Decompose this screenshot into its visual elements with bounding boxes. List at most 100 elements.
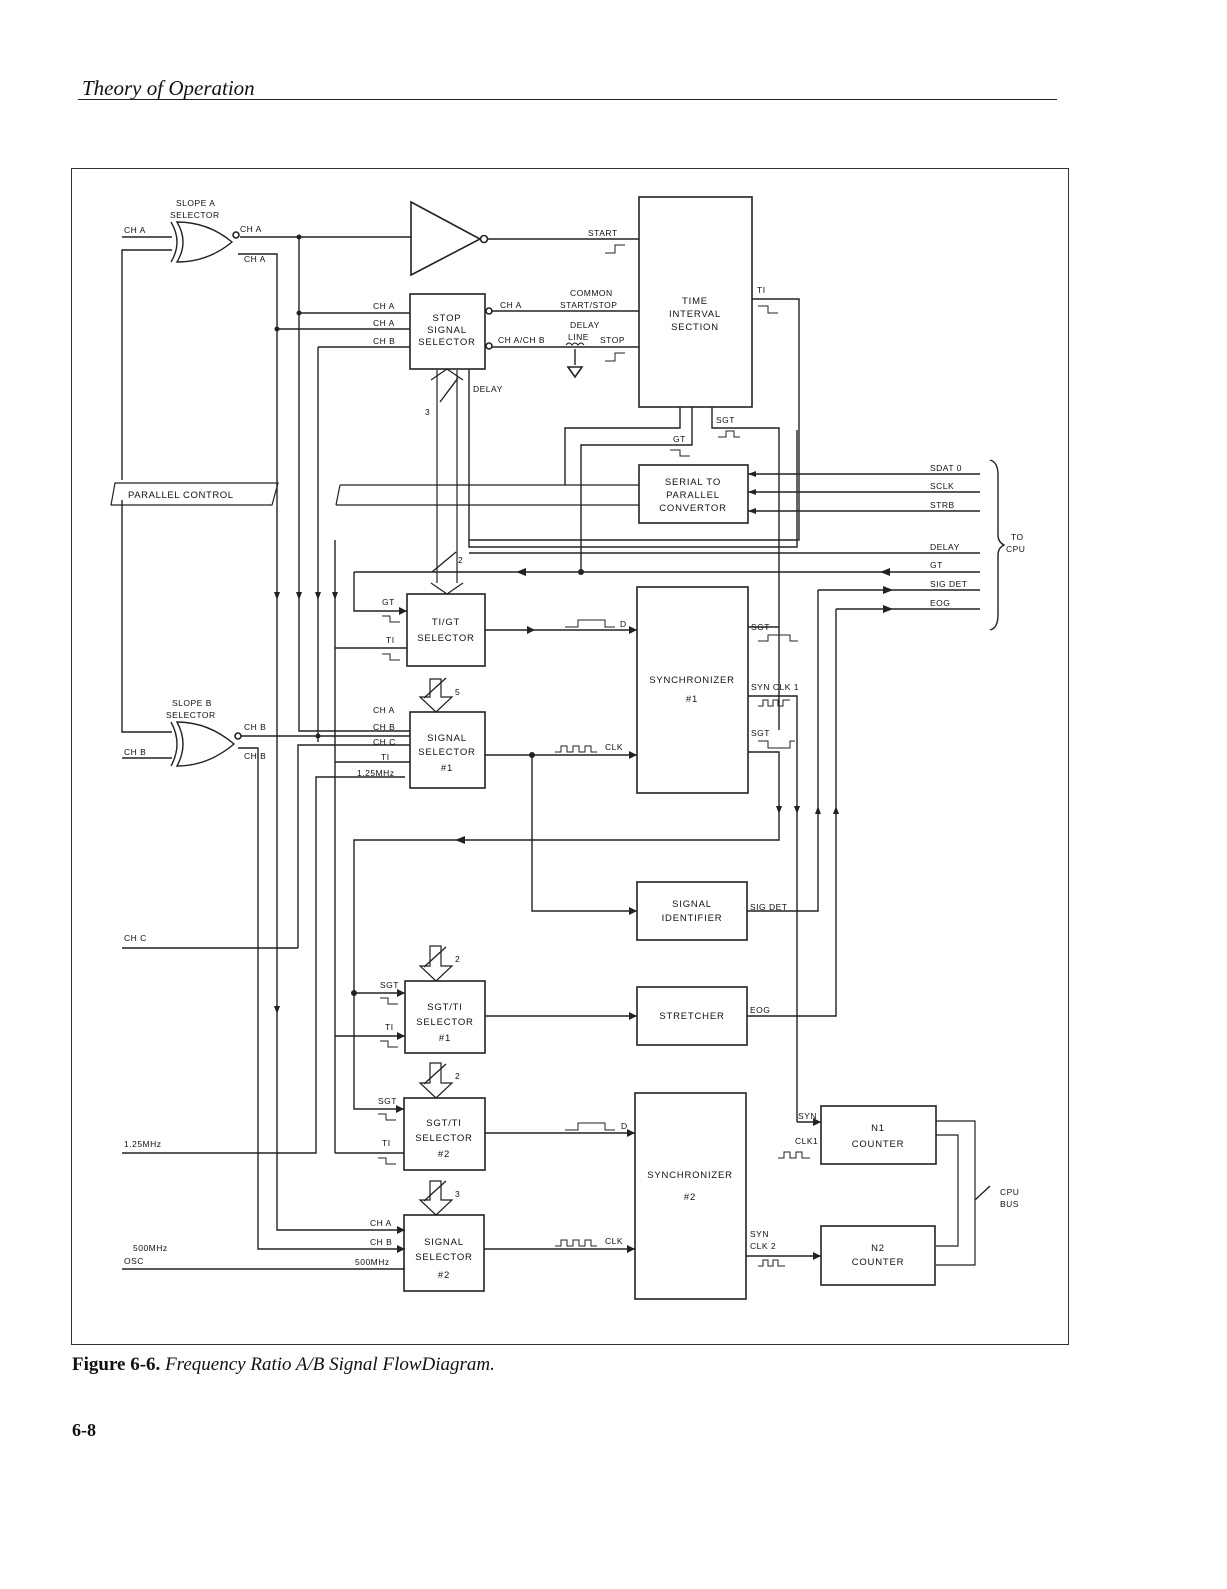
ti-gt-label-1: TI/GT (432, 617, 460, 628)
synclk-down-arrow (794, 806, 800, 814)
bus-width-3b: 3 (455, 1189, 460, 1199)
tigt-gt-label: GT (382, 597, 395, 607)
sigid-label-1: SIGNAL (672, 899, 712, 910)
n2-in-arrow (813, 1252, 821, 1260)
stretcher-label: STRETCHER (659, 1011, 724, 1022)
ti-gt-selector-block (406, 593, 486, 667)
cha-bar-vertical (298, 237, 410, 732)
running-header: Theory of Operation (82, 76, 255, 100)
chc-input-label: CH C (124, 933, 147, 943)
sigsel1-label-1: SIGNAL (427, 733, 467, 744)
sgt-down-arrow (776, 806, 782, 814)
cha-bar-out-label: CH A (240, 224, 262, 234)
sync2-d-label: D (621, 1121, 628, 1131)
down-arrow (274, 1006, 280, 1014)
cha-input-label: CH A (124, 225, 146, 235)
sgtti2-label-3: #2 (438, 1149, 450, 1160)
page-number: 6-8 (72, 1420, 96, 1440)
n1-label-2: COUNTER (852, 1139, 905, 1150)
to-cpu-label-2: CPU (1006, 544, 1025, 554)
sigid-in-arrow (629, 907, 637, 915)
bus-arrow-3 (418, 1180, 454, 1216)
clk-pulse-1 (555, 745, 597, 753)
sigsel2-label-2: SELECTOR (415, 1252, 472, 1263)
slope-b-label-2: SELECTOR (166, 710, 216, 720)
gt-to-tigt-wire (353, 572, 407, 612)
eog-right-arrow (883, 605, 893, 613)
syn-clk1-pulse (758, 699, 790, 707)
sgtti1-sgt-pulse (380, 997, 398, 1005)
n1-label-1: N1 (871, 1123, 885, 1134)
sync1-d-label: D (620, 619, 627, 629)
gt-from-ti-wire (564, 407, 681, 485)
sigsel1-in-125: 1.25MHz (357, 768, 395, 778)
sig-det-wire (747, 590, 819, 912)
serial-in-arrow (748, 508, 756, 514)
d2-pulse (565, 1122, 615, 1131)
tigt-ti-pulse (382, 653, 400, 661)
sync2-clk-arrow (627, 1245, 635, 1253)
sgt-from-ti-wire (711, 407, 780, 730)
delay-bus-top-arrow (430, 368, 464, 381)
eog-wire (747, 609, 837, 1017)
n1-syn-arrow (813, 1118, 821, 1126)
start-pulse (605, 244, 625, 254)
delay-bus-slash (439, 377, 459, 403)
serial-to-parallel-block (638, 464, 749, 524)
cha-output-vertical (238, 253, 405, 1231)
ti-out-pulse (758, 305, 778, 314)
sigsel2-500-label: 500MHz (355, 1257, 390, 1267)
delay-line-label-1: DELAY (570, 320, 600, 330)
sigsel2-cha-arrow (397, 1226, 405, 1234)
control-bus-left-cap (335, 484, 341, 506)
ti-gt-bus-slash (431, 551, 457, 573)
cha-slope-feedback (121, 249, 172, 480)
figure-caption: Figure 6-6. Frequency Ratio A/B Signal F… (72, 1354, 495, 1376)
n2-label-1: N2 (871, 1243, 885, 1254)
stopsel-in-chb: CH B (373, 336, 395, 346)
n2-label-2: COUNTER (852, 1257, 905, 1268)
cha-out-label: CH A (500, 300, 522, 310)
sigsel2-chb-label: CH B (370, 1237, 392, 1247)
n1-counter-block (820, 1105, 937, 1165)
chb-bar-out-label: CH B (244, 722, 266, 732)
synchronizer-1-block (636, 586, 749, 794)
slope-b-label-1: SLOPE B (172, 698, 212, 708)
cpu-bus-n1 (936, 1120, 976, 1266)
bus-width-2: 2 (458, 555, 463, 565)
down-arrow (274, 592, 280, 600)
signal-selector-1-block (409, 711, 486, 789)
tigt-mid-arrow (527, 626, 535, 634)
gt-label-top: GT (673, 434, 686, 444)
stretcher-in-arrow (629, 1012, 637, 1020)
junction-dot (578, 569, 584, 575)
stop-pulse (605, 352, 625, 362)
to-cpu-label-1: TO (1011, 532, 1024, 542)
start-buffer-bubble (479, 234, 489, 244)
sync1-sgt2-pulse (758, 740, 795, 749)
sgt-feedback-left-arrow (455, 836, 465, 844)
sigid-label-2: IDENTIFIER (662, 913, 723, 924)
sgt-pulse-top (718, 430, 740, 438)
sgtti1-ti-pulse (380, 1040, 398, 1048)
figure-frame (71, 168, 1069, 1345)
slope-a-label-1: SLOPE A (176, 198, 215, 208)
cpu-bus-slash (974, 1185, 991, 1201)
junction-dot (315, 733, 321, 739)
stop-label: STOP (600, 335, 625, 345)
cpu-bus-label-2: BUS (1000, 1199, 1019, 1209)
bus-width-2b: 2 (455, 954, 460, 964)
cpu-signal-sclk: SCLK (930, 481, 954, 491)
caption-number: Figure 6-6. (72, 1354, 161, 1375)
junction-dot (351, 990, 357, 996)
header-rule (78, 99, 1057, 100)
syn-clk2-pulse (758, 1259, 785, 1267)
stop-selector-label-1: STOP (433, 313, 462, 324)
down-arrow (315, 592, 321, 600)
sync1-synclk-label: SYN CLK 1 (751, 682, 799, 692)
junction-dot (274, 326, 280, 332)
sigdet-right-arrow (883, 586, 893, 594)
syn-clk1-wire (748, 695, 798, 1122)
sgt-ti-selector-2-block (403, 1097, 486, 1171)
